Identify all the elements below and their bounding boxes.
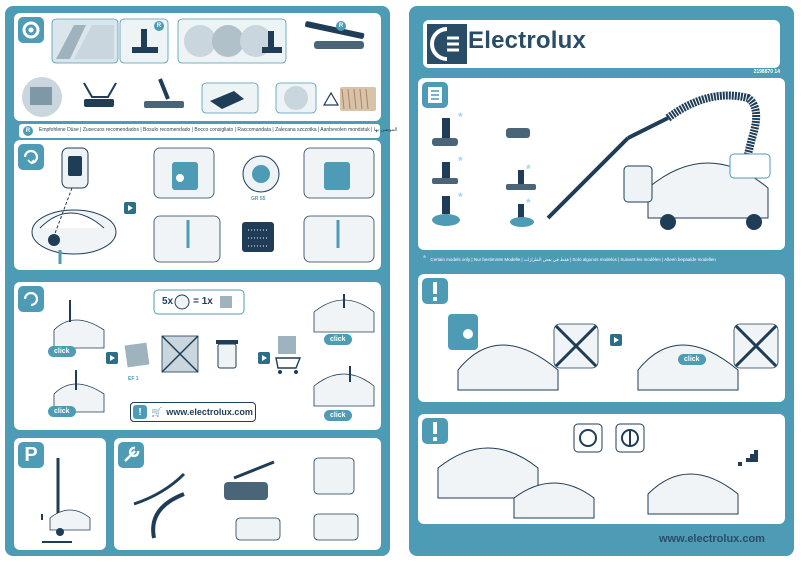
next-step-arrow-3 — [258, 352, 270, 364]
bag-change-panel: GR 55 — [14, 140, 381, 270]
footnote-star-icon: * — [423, 254, 427, 263]
footnote: * Certain models only | Nur bestimmte Mo… — [423, 254, 780, 270]
park-illustration — [41, 458, 91, 543]
filter-illustration — [18, 286, 375, 413]
electrolux-logo-icon — [427, 24, 467, 64]
brand-name: Electrolux — [468, 27, 587, 54]
click-label-1: click — [48, 346, 76, 357]
click-label-5: click — [678, 354, 706, 365]
filter-ratio: 5x = 1x — [162, 296, 213, 307]
next-step-arrow-4 — [610, 334, 622, 346]
next-step-arrow-1 — [124, 202, 136, 214]
footnote-text: Certain models only | Nur bestimmte Mode… — [430, 257, 716, 262]
next-step-arrow-2 — [106, 352, 118, 364]
click-label-2: click — [48, 406, 76, 417]
warning-icon: ! — [133, 405, 147, 419]
recommended-ribbon: R Empfohlene Düse | Zusecuos recomendado… — [19, 124, 397, 138]
recommended-badge-2: R — [336, 21, 346, 31]
accessories-panel: R R — [14, 13, 381, 121]
click-label-3: click — [324, 334, 352, 345]
cart-icon: 🛒 — [151, 406, 163, 417]
certain-model-star: * — [458, 190, 463, 204]
park-letter: P — [24, 443, 38, 466]
click-label-4: click — [324, 410, 352, 421]
right-sheet: Electrolux 2198870 14 — [409, 6, 794, 556]
filter-model-label: EF 1 — [128, 376, 139, 382]
assembly-panel: * * * * * — [418, 78, 785, 250]
filter-panel: click click click click 5x = 1x EF 1 ! 🛒… — [14, 282, 381, 430]
website-box: ! 🛒 www.electrolux.com — [130, 402, 256, 422]
website-url[interactable]: www.electrolux.com — [166, 407, 253, 417]
power-warning-illustration — [422, 418, 758, 519]
maintenance-illustration — [118, 442, 359, 541]
accessories-illustration — [18, 17, 376, 117]
certain-model-star: * — [458, 110, 463, 124]
bag-warning-illustration — [422, 278, 779, 391]
footer-website[interactable]: www.electrolux.com — [659, 533, 765, 545]
bag-change-illustration — [18, 144, 375, 264]
bag-warning-panel: click — [418, 274, 785, 402]
ratio-right: = 1x — [193, 296, 213, 307]
certain-model-star: * — [458, 154, 463, 168]
assembly-illustration — [422, 82, 771, 230]
recommended-ribbon-badge: R — [23, 126, 33, 136]
park-panel: P — [14, 438, 106, 550]
bag-model-label: GR 55 — [251, 196, 266, 202]
maintenance-panel — [114, 438, 381, 550]
park-icon: P — [18, 442, 44, 468]
recommended-ribbon-text: Empfohlene Düse | Zusecuos recomendados … — [39, 127, 398, 133]
part-number: 2198870 14 — [753, 69, 780, 75]
power-warning-panel — [418, 414, 785, 524]
left-sheet: R R R Empfohlene Düse | Zusecuos recomen… — [5, 6, 397, 556]
recommended-badge-1: R — [154, 21, 164, 31]
certain-model-star: * — [526, 162, 531, 176]
certain-model-star: * — [526, 196, 531, 210]
brand-header: Electrolux — [423, 20, 780, 68]
ratio-left: 5x — [162, 296, 174, 307]
